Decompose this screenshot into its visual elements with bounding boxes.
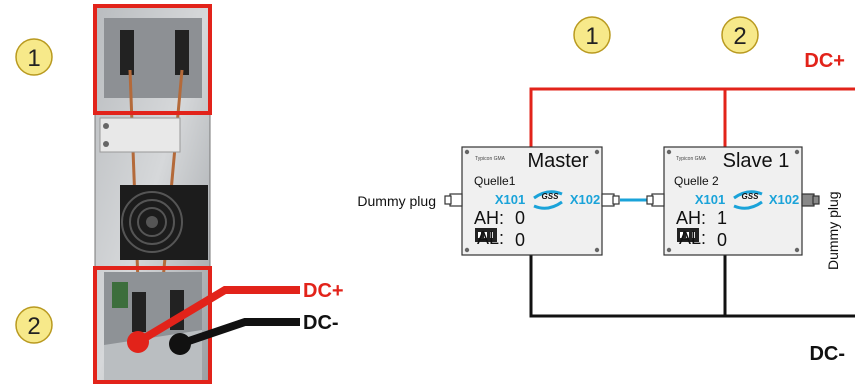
connector-slave-x101 xyxy=(646,193,665,207)
svg-text:2: 2 xyxy=(27,313,40,340)
al-label: AL: xyxy=(477,228,504,248)
module-master: Typicon GMA Master Quelle1 X101 X102 GSS… xyxy=(461,146,603,256)
al-value: 0 xyxy=(717,230,727,250)
highlight-frame-bottom xyxy=(93,266,212,384)
al-value: 0 xyxy=(515,230,525,250)
ah-value: 1 xyxy=(717,208,727,228)
module-source: Quelle 2 xyxy=(674,174,719,188)
svg-text:Typicon GMA: Typicon GMA xyxy=(475,156,506,162)
port-x102: X102 xyxy=(570,192,600,207)
port-x101: X101 xyxy=(695,192,725,207)
photo-dc-plus-leader xyxy=(135,286,300,346)
svg-text:1: 1 xyxy=(27,45,40,72)
module-title: Slave 1 xyxy=(723,150,790,172)
ah-label: AH: xyxy=(474,208,504,228)
gss-label: GSS xyxy=(542,192,560,201)
module-source: Quelle1 xyxy=(474,174,516,188)
port-x102: X102 xyxy=(769,192,799,207)
photo-dc-minus-label: DC- xyxy=(303,312,339,334)
dc-minus-label: DC- xyxy=(809,343,845,365)
gss-arrow-icon xyxy=(733,190,763,200)
dc-plus-bus xyxy=(529,87,855,147)
callout-left-bottom: 2 xyxy=(15,306,53,344)
dc-plus-label: DC+ xyxy=(804,50,845,72)
connector-slave-x102-dummy-plug xyxy=(801,193,820,207)
connector-master-x101 xyxy=(444,193,463,207)
dummy-plug-left-label: Dummy plug xyxy=(357,193,436,209)
ah-value: 0 xyxy=(515,208,525,228)
photo-dc-plus-terminal xyxy=(127,331,149,353)
svg-text:Typicon GMA: Typicon GMA xyxy=(676,156,707,162)
module-title: Master xyxy=(527,150,588,172)
callout-master: 1 xyxy=(573,16,611,54)
dummy-plug-right-label: Dummy plug xyxy=(825,191,841,270)
callout-left-top: 1 xyxy=(15,38,53,76)
al-label: AL: xyxy=(679,228,706,248)
ah-label: AH: xyxy=(676,208,706,228)
port-x101: X101 xyxy=(495,192,525,207)
photo-dc-minus-leader xyxy=(178,318,300,348)
dc-minus-bus xyxy=(529,255,855,318)
callout-slave: 2 xyxy=(721,16,759,54)
svg-text:1: 1 xyxy=(585,23,598,50)
highlight-frame-top xyxy=(93,4,212,115)
photo-dc-minus-terminal xyxy=(169,333,191,355)
module-slave-1: Typicon GMA Slave 1 Quelle 2 X101 X102 G… xyxy=(663,146,803,256)
gss-arrow-icon xyxy=(533,190,563,200)
connector-master-x102 xyxy=(601,193,620,207)
svg-text:2: 2 xyxy=(733,23,746,50)
photo-dc-plus-label: DC+ xyxy=(303,280,344,302)
device-photo xyxy=(94,4,211,384)
gss-label: GSS xyxy=(742,192,760,201)
